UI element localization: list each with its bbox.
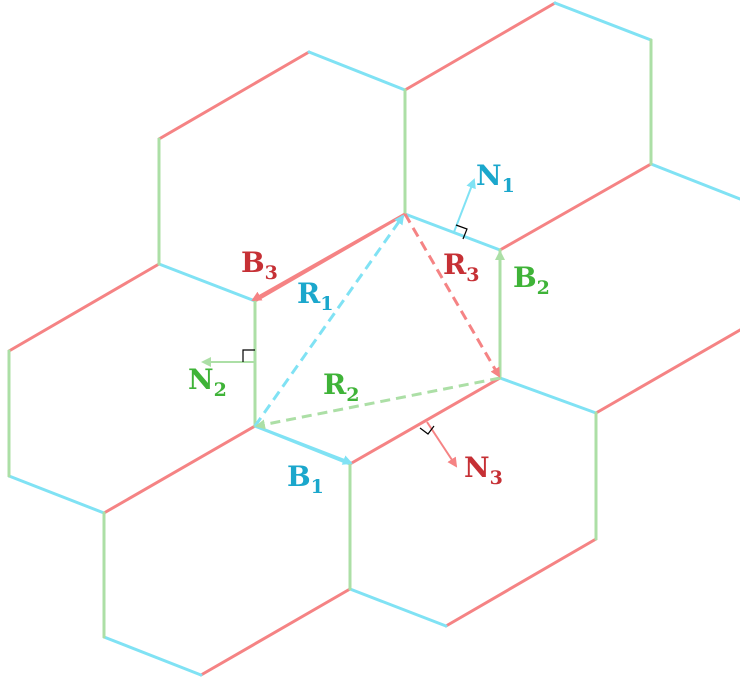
edge bbox=[403, 212, 502, 252]
label-b2: B2 bbox=[513, 261, 550, 299]
edge bbox=[307, 50, 407, 92]
edge bbox=[649, 162, 740, 201]
edge bbox=[7, 262, 161, 353]
vector-b1-arrow bbox=[254, 424, 353, 465]
label-n3: N3 bbox=[464, 451, 503, 489]
label-r2: R2 bbox=[323, 368, 360, 406]
edge bbox=[444, 537, 598, 628]
vector-b3-arrow bbox=[251, 212, 406, 302]
edge bbox=[403, 1, 557, 92]
label-b3: B3 bbox=[241, 246, 278, 284]
label-n1: N1 bbox=[476, 159, 515, 197]
label-r1: R1 bbox=[297, 277, 334, 315]
vector-r3-arrow bbox=[403, 213, 501, 378]
edge bbox=[157, 50, 311, 141]
right-angle-markers bbox=[242, 224, 468, 435]
right-angle-n3 bbox=[419, 425, 435, 435]
edge bbox=[348, 376, 502, 466]
edge bbox=[498, 376, 598, 415]
edge bbox=[157, 262, 257, 303]
right-angle-n1 bbox=[455, 224, 468, 240]
edge bbox=[594, 328, 740, 415]
edge bbox=[498, 162, 653, 252]
edge bbox=[553, 1, 653, 42]
label-r3: R3 bbox=[443, 248, 480, 286]
vector-n1-arrow bbox=[453, 178, 476, 233]
right-angle-n2 bbox=[242, 349, 255, 362]
green-edges bbox=[7, 38, 653, 639]
cyan-edges bbox=[7, 1, 740, 677]
edge bbox=[7, 474, 106, 515]
label-b1: B1 bbox=[287, 460, 324, 498]
edge bbox=[199, 587, 352, 677]
vector-r1-arrow bbox=[253, 214, 405, 427]
edge bbox=[348, 587, 448, 628]
red-edges bbox=[7, 1, 740, 677]
vector-r2-arrow bbox=[255, 376, 501, 430]
label-n2: N2 bbox=[188, 363, 227, 401]
edge bbox=[102, 635, 203, 677]
edge bbox=[102, 424, 257, 515]
